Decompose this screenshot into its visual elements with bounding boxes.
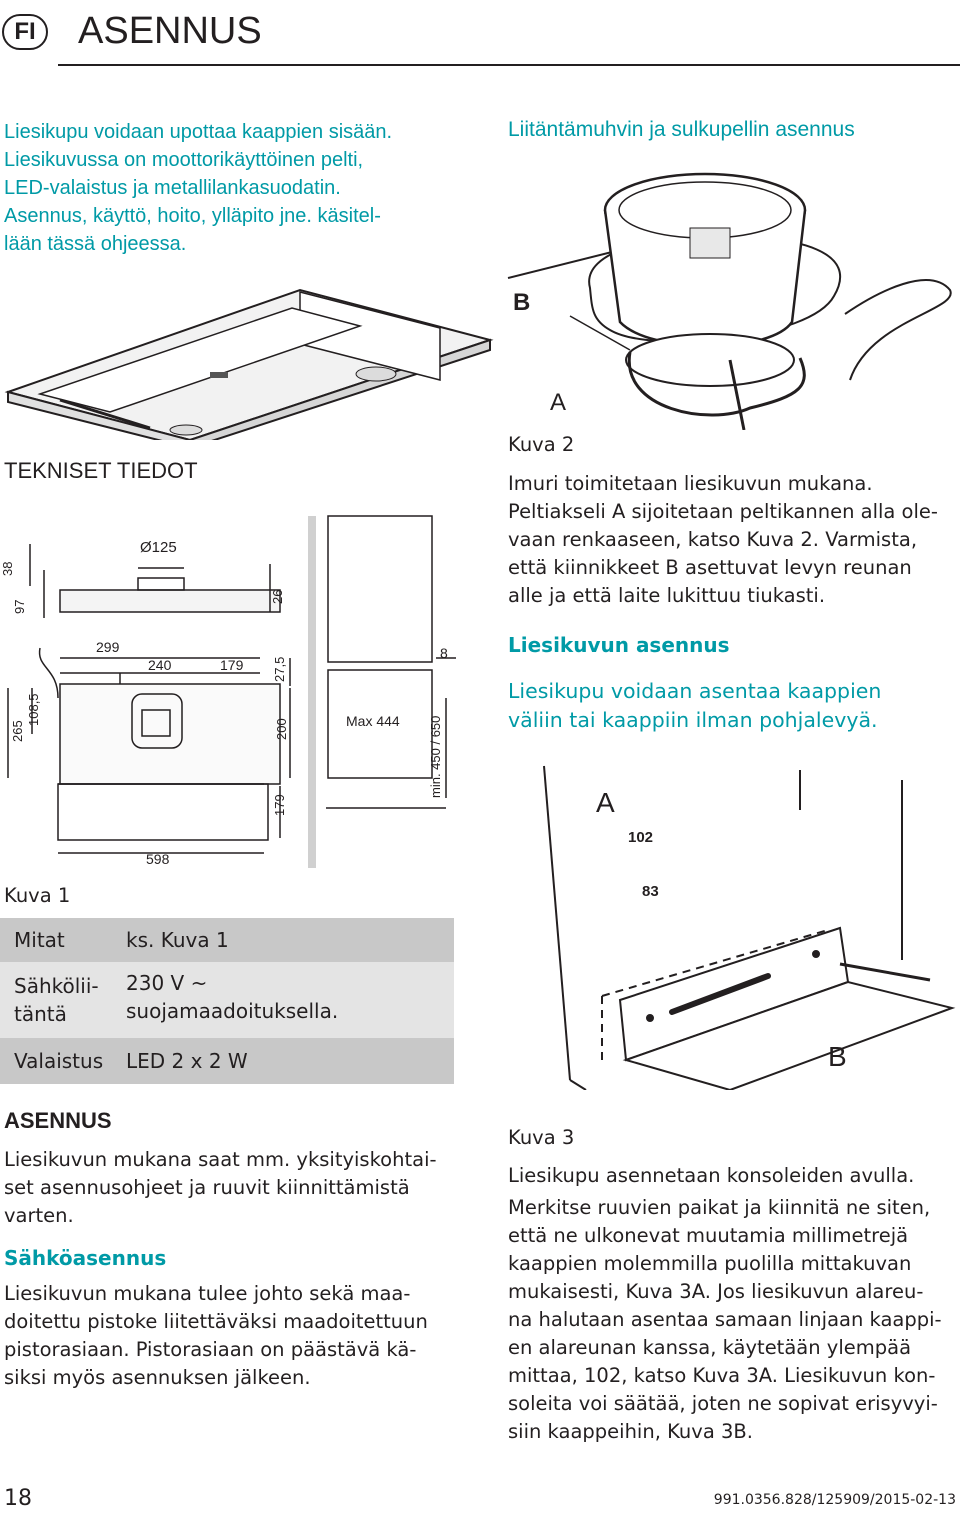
intro-text: Liesikupu voidaan upottaa kaappien sisää… [4, 121, 393, 255]
spec-table: Mitat ks. Kuva 1 Sähkölii- täntä 230 V ~… [0, 918, 454, 1084]
fig2-label-a: A [550, 389, 566, 416]
dimension-drawing: 38 97 Ø125 26 299 240 179 27,5 8 265 108… [0, 515, 456, 868]
dim-97: 97 [12, 600, 27, 614]
header-rule [58, 64, 960, 66]
language-code: FI [14, 18, 36, 45]
dim-200: 200 [274, 718, 289, 740]
fig2-caption: Kuva 2 [508, 433, 575, 456]
dim-max-444: Max 444 [346, 713, 400, 729]
asennus-heading: ASENNUS [4, 1108, 112, 1133]
tech-heading: TEKNISET TIEDOT [4, 458, 198, 483]
connection-heading: Liitäntämuhvin ja sulkupellin asennus [508, 118, 855, 141]
dim-27-5: 27,5 [272, 657, 287, 682]
damper-illustration: B A [507, 172, 952, 430]
fig3-label-b: B [828, 1041, 847, 1072]
dim-265: 265 [10, 720, 25, 742]
fig1-caption: Kuva 1 [4, 884, 71, 907]
fig3-label-a: A [596, 787, 615, 818]
fig3-dim-102: 102 [628, 829, 653, 846]
dim-240: 240 [148, 657, 172, 673]
fig3-text: Liesikupu asennetaan konsoleiden avulla.… [508, 1164, 942, 1443]
page-title: ASENNUS [78, 10, 262, 52]
dim-598: 598 [146, 851, 170, 867]
asennus-text: Liesikuvun mukana saat mm. yksityiskohta… [4, 1148, 437, 1227]
document-code: 991.0356.828/125909/2015-02-13 [713, 1492, 956, 1508]
install-text: Liesikupu voidaan asentaa kaappien välii… [508, 679, 882, 732]
dim-108-5: 108,5 [26, 693, 41, 726]
dim-26: 26 [270, 590, 285, 604]
dim-299: 299 [96, 639, 120, 655]
dim-diameter: Ø125 [140, 539, 177, 556]
hood-illustration [4, 288, 494, 440]
page-number: 18 [4, 1486, 32, 1511]
dim-38: 38 [0, 562, 15, 576]
fig2-label-b: B [513, 289, 530, 316]
dim-179b: 179 [272, 794, 287, 816]
install-heading: Liesikuvun asennus [508, 633, 730, 657]
electrical-heading: Sähköasennus [4, 1246, 167, 1270]
bracket-illustration: A 102 83 B [543, 765, 956, 1090]
fig3-caption: Kuva 3 [508, 1126, 575, 1149]
dim-179a: 179 [220, 657, 244, 673]
spec-row: Valaistus LED 2 x 2 W [0, 1038, 454, 1084]
dim-min-450: min. 450 / 650 [428, 716, 443, 798]
fig3-dim-83: 83 [642, 883, 659, 900]
spec-row: Sähkölii- täntä 230 V ~ suojamaadoitukse… [0, 962, 454, 1038]
electrical-text: Liesikuvun mukana tulee johto sekä maa- … [4, 1282, 428, 1389]
language-badge: FI [2, 14, 48, 50]
dim-8: 8 [440, 645, 448, 661]
fig2-text: Imuri toimitetaan liesikuvun mukana. Pel… [508, 472, 938, 607]
spec-row: Mitat ks. Kuva 1 [0, 918, 454, 962]
